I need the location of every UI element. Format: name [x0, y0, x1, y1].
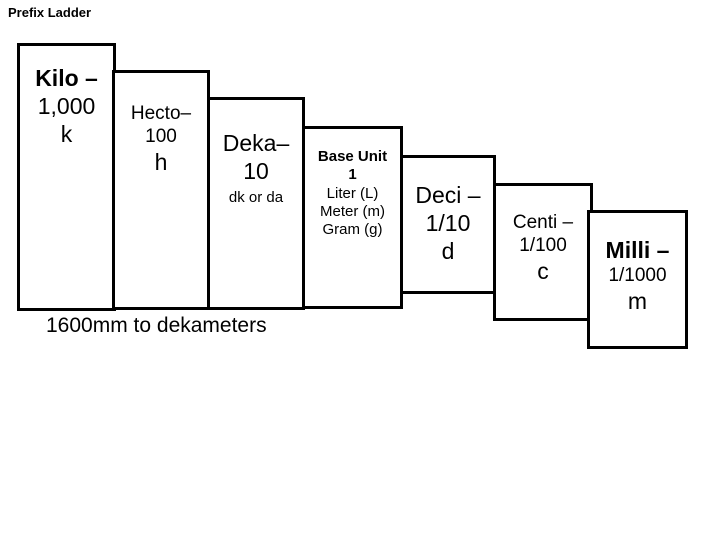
step-milli-name: Milli –	[605, 237, 670, 263]
step-centi: Centi – 1/100 c	[493, 183, 593, 321]
step-hecto-name: Hecto–	[130, 103, 192, 124]
step-base-unit-gram: Gram (g)	[322, 221, 383, 239]
step-milli-symbol: m	[627, 288, 648, 315]
step-centi-symbol: c	[537, 258, 549, 285]
step-base-unit-name: Base Unit	[317, 148, 388, 165]
step-deka-name: Deka–	[222, 130, 290, 156]
step-centi-value: 1/100	[519, 235, 567, 257]
step-base-unit: Base Unit 1 Liter (L) Meter (m) Gram (g)	[302, 126, 403, 309]
step-deka-value: 10	[243, 158, 269, 185]
step-hecto-value: 100	[145, 126, 177, 148]
step-kilo-symbol: k	[60, 121, 73, 148]
step-centi-name: Centi –	[512, 212, 574, 233]
step-base-unit-value: 1	[348, 166, 357, 184]
step-deci: Deci – 1/10 d	[400, 155, 496, 294]
step-hecto-symbol: h	[154, 149, 168, 176]
step-base-unit-liter: Liter (L)	[326, 184, 379, 202]
step-kilo: Kilo – 1,000 k	[17, 43, 116, 311]
step-deci-name: Deci –	[415, 182, 481, 208]
step-deka: Deka– 10 dk or da	[207, 97, 305, 310]
step-deci-symbol: d	[441, 238, 455, 265]
conversion-problem: 1600mm to dekameters	[46, 314, 267, 337]
diagram-title: Prefix Ladder	[8, 5, 92, 20]
step-deka-symbol: dk or da	[228, 189, 284, 207]
step-base-unit-meter: Meter (m)	[320, 202, 385, 220]
step-deci-value: 1/10	[425, 210, 471, 237]
step-hecto: Hecto– 100 h	[112, 70, 210, 310]
step-milli-value: 1/1000	[608, 265, 667, 287]
step-milli: Milli – 1/1000 m	[587, 210, 688, 349]
step-kilo-name: Kilo –	[35, 65, 98, 91]
step-kilo-value: 1,000	[37, 93, 96, 120]
